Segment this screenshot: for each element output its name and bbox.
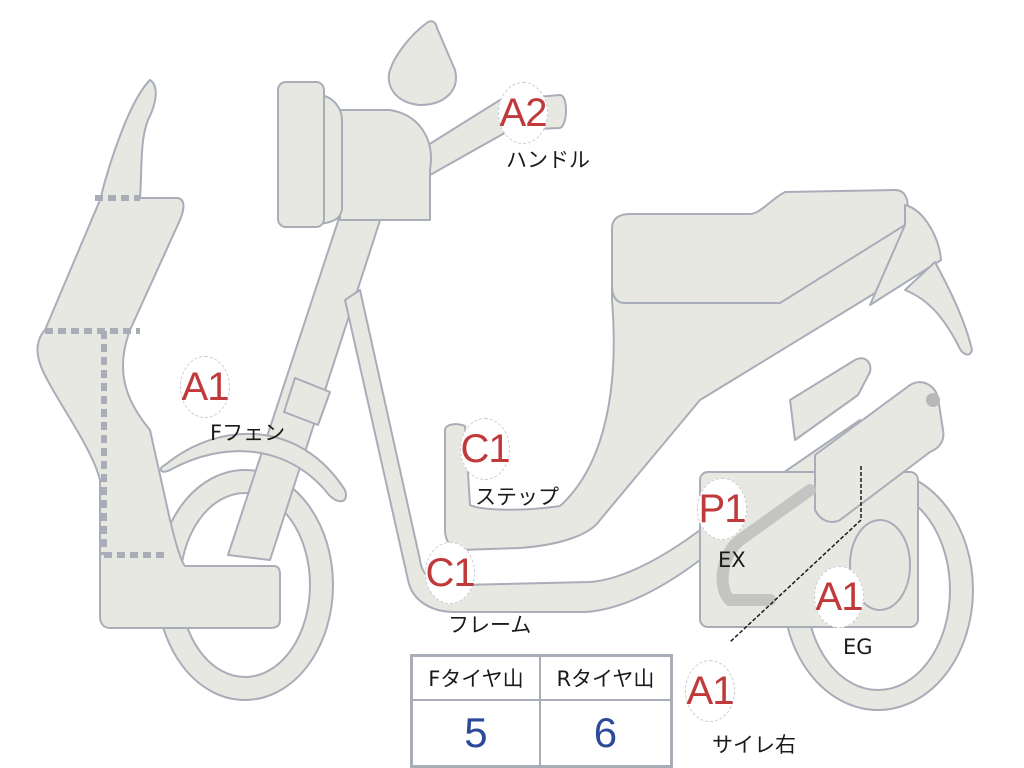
seat — [611, 189, 909, 304]
fork-sleeve — [283, 377, 331, 426]
exhaust-cap — [926, 393, 940, 407]
front-fender — [159, 432, 347, 503]
rear-bracket — [789, 357, 872, 441]
label-frame: フレーム — [448, 613, 532, 637]
label-handle: ハンドル — [506, 148, 590, 172]
rear-cowl — [869, 204, 942, 306]
grade-badge-muffler-right: A1 — [685, 660, 735, 722]
headlight-ring — [319, 94, 343, 225]
grade-badge-frame: C1 — [425, 542, 476, 604]
label-muffler-right: サイレ右 — [712, 733, 796, 757]
header-rear-tire: Rタイヤ山 — [538, 654, 673, 701]
air-box — [814, 381, 945, 523]
label-front-fender: Fフェン — [210, 421, 286, 445]
exhaust-pipe — [716, 484, 816, 606]
header-front-tire: Fタイヤ山 — [410, 654, 541, 701]
rear-tail — [904, 261, 973, 356]
grade-badge-engine: A1 — [814, 566, 864, 628]
value-front-tire: 5 — [410, 699, 541, 768]
label-engine: EG — [843, 635, 873, 659]
front-cowl — [36, 79, 281, 629]
grade-badge-handle: A2 — [498, 82, 548, 144]
mirror — [387, 20, 457, 106]
grade-badge-step: C1 — [460, 418, 511, 480]
headlight-housing — [339, 109, 432, 221]
table-header-row: Fタイヤ山 Rタイヤ山 — [410, 654, 673, 701]
tire-tread-table: Fタイヤ山 Rタイヤ山 5 6 — [410, 654, 673, 768]
leader-lines — [729, 466, 862, 643]
cowl-seams — [45, 195, 165, 558]
label-exhaust: EX — [718, 548, 746, 572]
label-step: ステップ — [475, 485, 559, 509]
grade-badge-front-fender: A1 — [180, 356, 230, 418]
headlight-lens — [277, 81, 325, 228]
table-value-row: 5 6 — [410, 699, 673, 768]
floor-step — [444, 199, 931, 551]
engine-hub — [849, 519, 911, 611]
value-rear-tire: 6 — [538, 699, 673, 768]
grade-badge-exhaust: P1 — [697, 478, 747, 540]
